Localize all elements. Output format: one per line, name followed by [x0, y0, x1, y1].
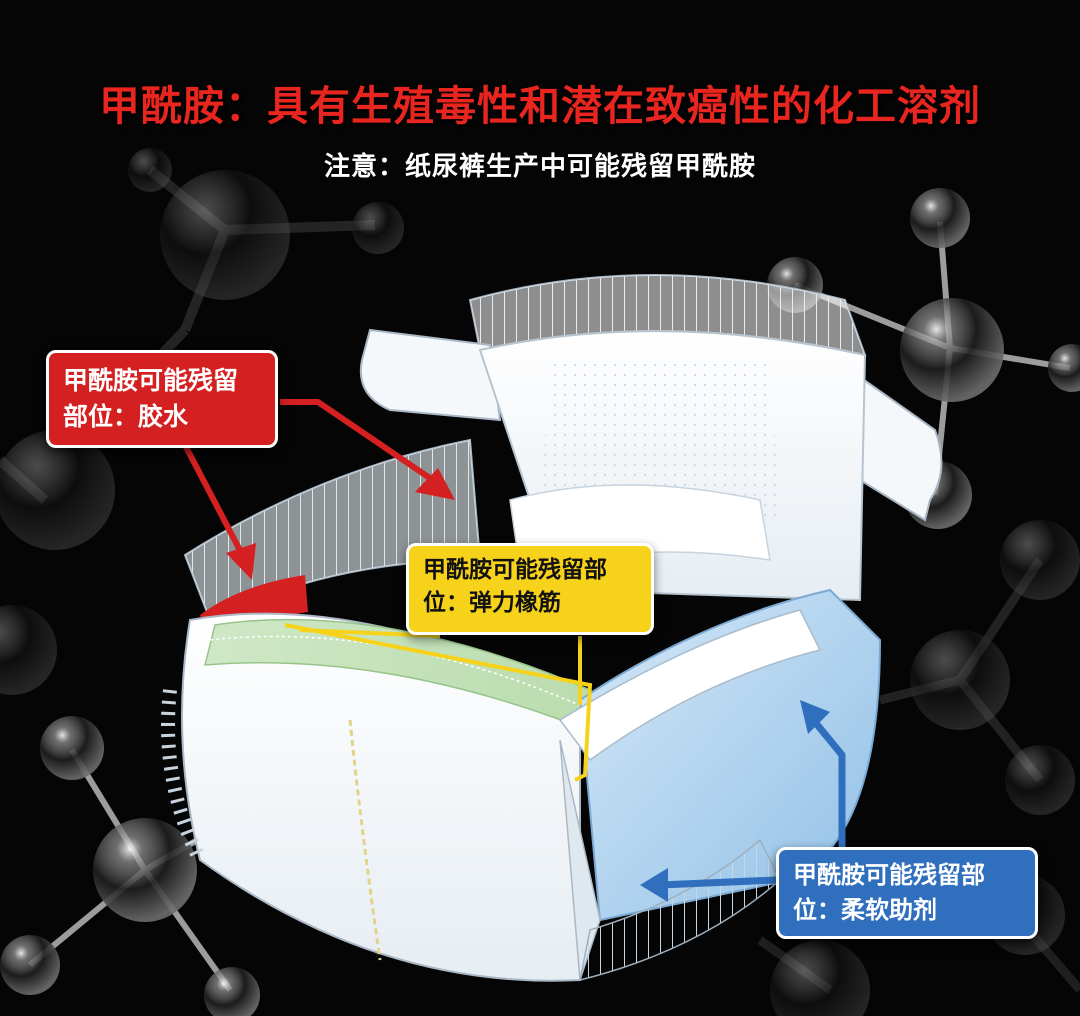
- callout-softener: 甲酰胺可能残留部 位：柔软助剂: [776, 847, 1038, 939]
- molecule-icon: [0, 148, 1080, 1016]
- callout-softener-line2: 位：柔软助剂: [793, 895, 937, 924]
- callout-glue-line2: 部位：胶水: [63, 402, 189, 432]
- pointer-arrow-icon: [182, 399, 846, 902]
- callout-softener-line1: 甲酰胺可能残留部: [793, 861, 985, 889]
- page-title: 甲酰胺：具有生殖毒性和潜在致癌性的化工溶剂: [99, 82, 981, 130]
- callout-glue-line1: 甲酰胺可能残留: [63, 366, 239, 395]
- diaper-illustration: [161, 274, 943, 982]
- page-subtitle: 注意：纸尿裤生产中可能残留甲酰胺: [323, 152, 756, 182]
- callout-glue: 甲酰胺可能残留 部位：胶水: [46, 350, 278, 448]
- callout-elastic: 甲酰胺可能残留部 位：弹力橡筋: [406, 543, 654, 635]
- callout-elastic-line2: 位：弹力橡筋: [423, 590, 561, 617]
- callout-elastic-line1: 甲酰胺可能残留部: [423, 557, 607, 583]
